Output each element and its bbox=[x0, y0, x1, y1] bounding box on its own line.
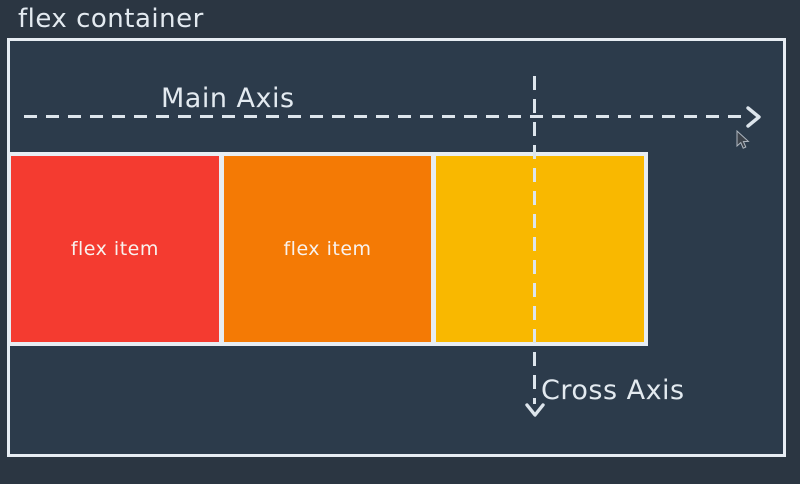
flex-item-label: flex item bbox=[283, 238, 372, 260]
flex-items-row: flex item flex item bbox=[7, 152, 648, 346]
arrow-right-icon bbox=[746, 106, 761, 128]
cross-axis-dashed-line bbox=[533, 76, 536, 404]
flex-item-label: flex item bbox=[70, 238, 159, 260]
flex-item-yellow bbox=[436, 156, 645, 342]
mouse-pointer-icon bbox=[736, 130, 750, 149]
arrow-down-icon bbox=[525, 403, 545, 417]
flex-item-red: flex item bbox=[11, 156, 219, 342]
main-axis-label: Main Axis bbox=[161, 83, 295, 114]
cross-axis-label: Cross Axis bbox=[541, 375, 685, 406]
flex-container-label: flex container bbox=[18, 4, 204, 34]
flex-item-orange: flex item bbox=[223, 156, 432, 342]
main-axis-dashed-line bbox=[24, 115, 744, 118]
